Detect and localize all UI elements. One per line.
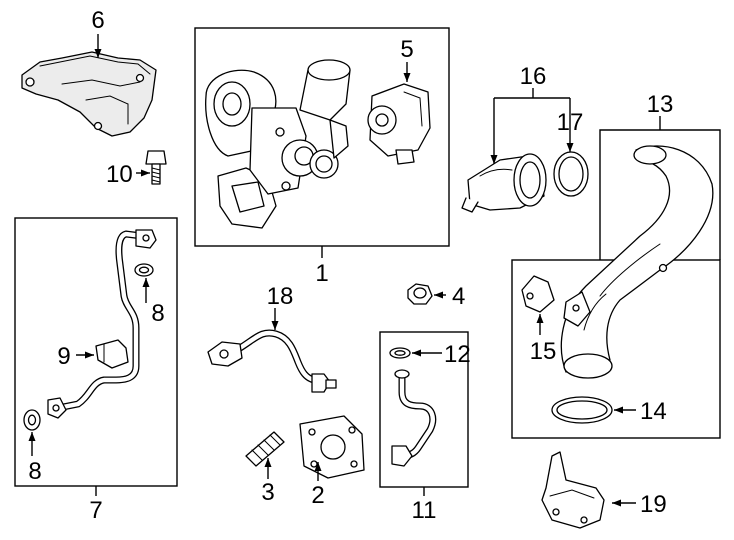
callout-11: 11 [412,497,437,524]
stud [245,431,285,467]
callout-4: 4 [452,283,465,310]
callout-8-lower: 8 [28,458,41,485]
oil-feed-group-frame [14,217,178,487]
callout-3: 3 [261,479,274,506]
oil-feed-washer [23,409,41,431]
turbocharger [205,59,351,229]
callout-17: 17 [557,109,584,136]
callout-1: 1 [315,260,328,287]
callout-18: 18 [267,283,294,310]
callout-16: 16 [520,63,547,90]
oil-return-o-ring [389,347,411,359]
callout-6: 6 [91,7,104,34]
callout-19: 19 [640,491,667,518]
bolt [145,150,167,185]
callout-12: 12 [444,341,471,368]
callout-8-upper: 8 [151,300,164,327]
outlet-o-ring [553,151,589,197]
plug [407,283,433,305]
intercooler-hose [560,145,714,379]
callout-2: 2 [311,482,324,509]
oil-feed-washer [134,263,154,277]
turbo-outlet-pipe [461,153,547,213]
callout-15: 15 [530,338,557,365]
oil-feed-line [47,229,157,419]
heat-shield [21,51,157,137]
oil-return-line [391,369,437,467]
oil-line-bracket [95,339,129,369]
callout-7: 7 [89,497,102,524]
callout-13: 13 [647,91,674,118]
hose-o-ring [551,396,613,424]
callout-10: 10 [106,161,133,188]
callout-5: 5 [400,36,413,63]
wastegate-actuator [367,83,431,165]
oxygen-sensor [207,329,337,393]
leader-lines [28,34,661,507]
turbo-gasket [299,415,365,479]
hose-bracket [521,275,591,327]
callout-14: 14 [640,398,667,425]
callout-9: 9 [57,343,70,370]
mounting-bracket [541,451,605,529]
